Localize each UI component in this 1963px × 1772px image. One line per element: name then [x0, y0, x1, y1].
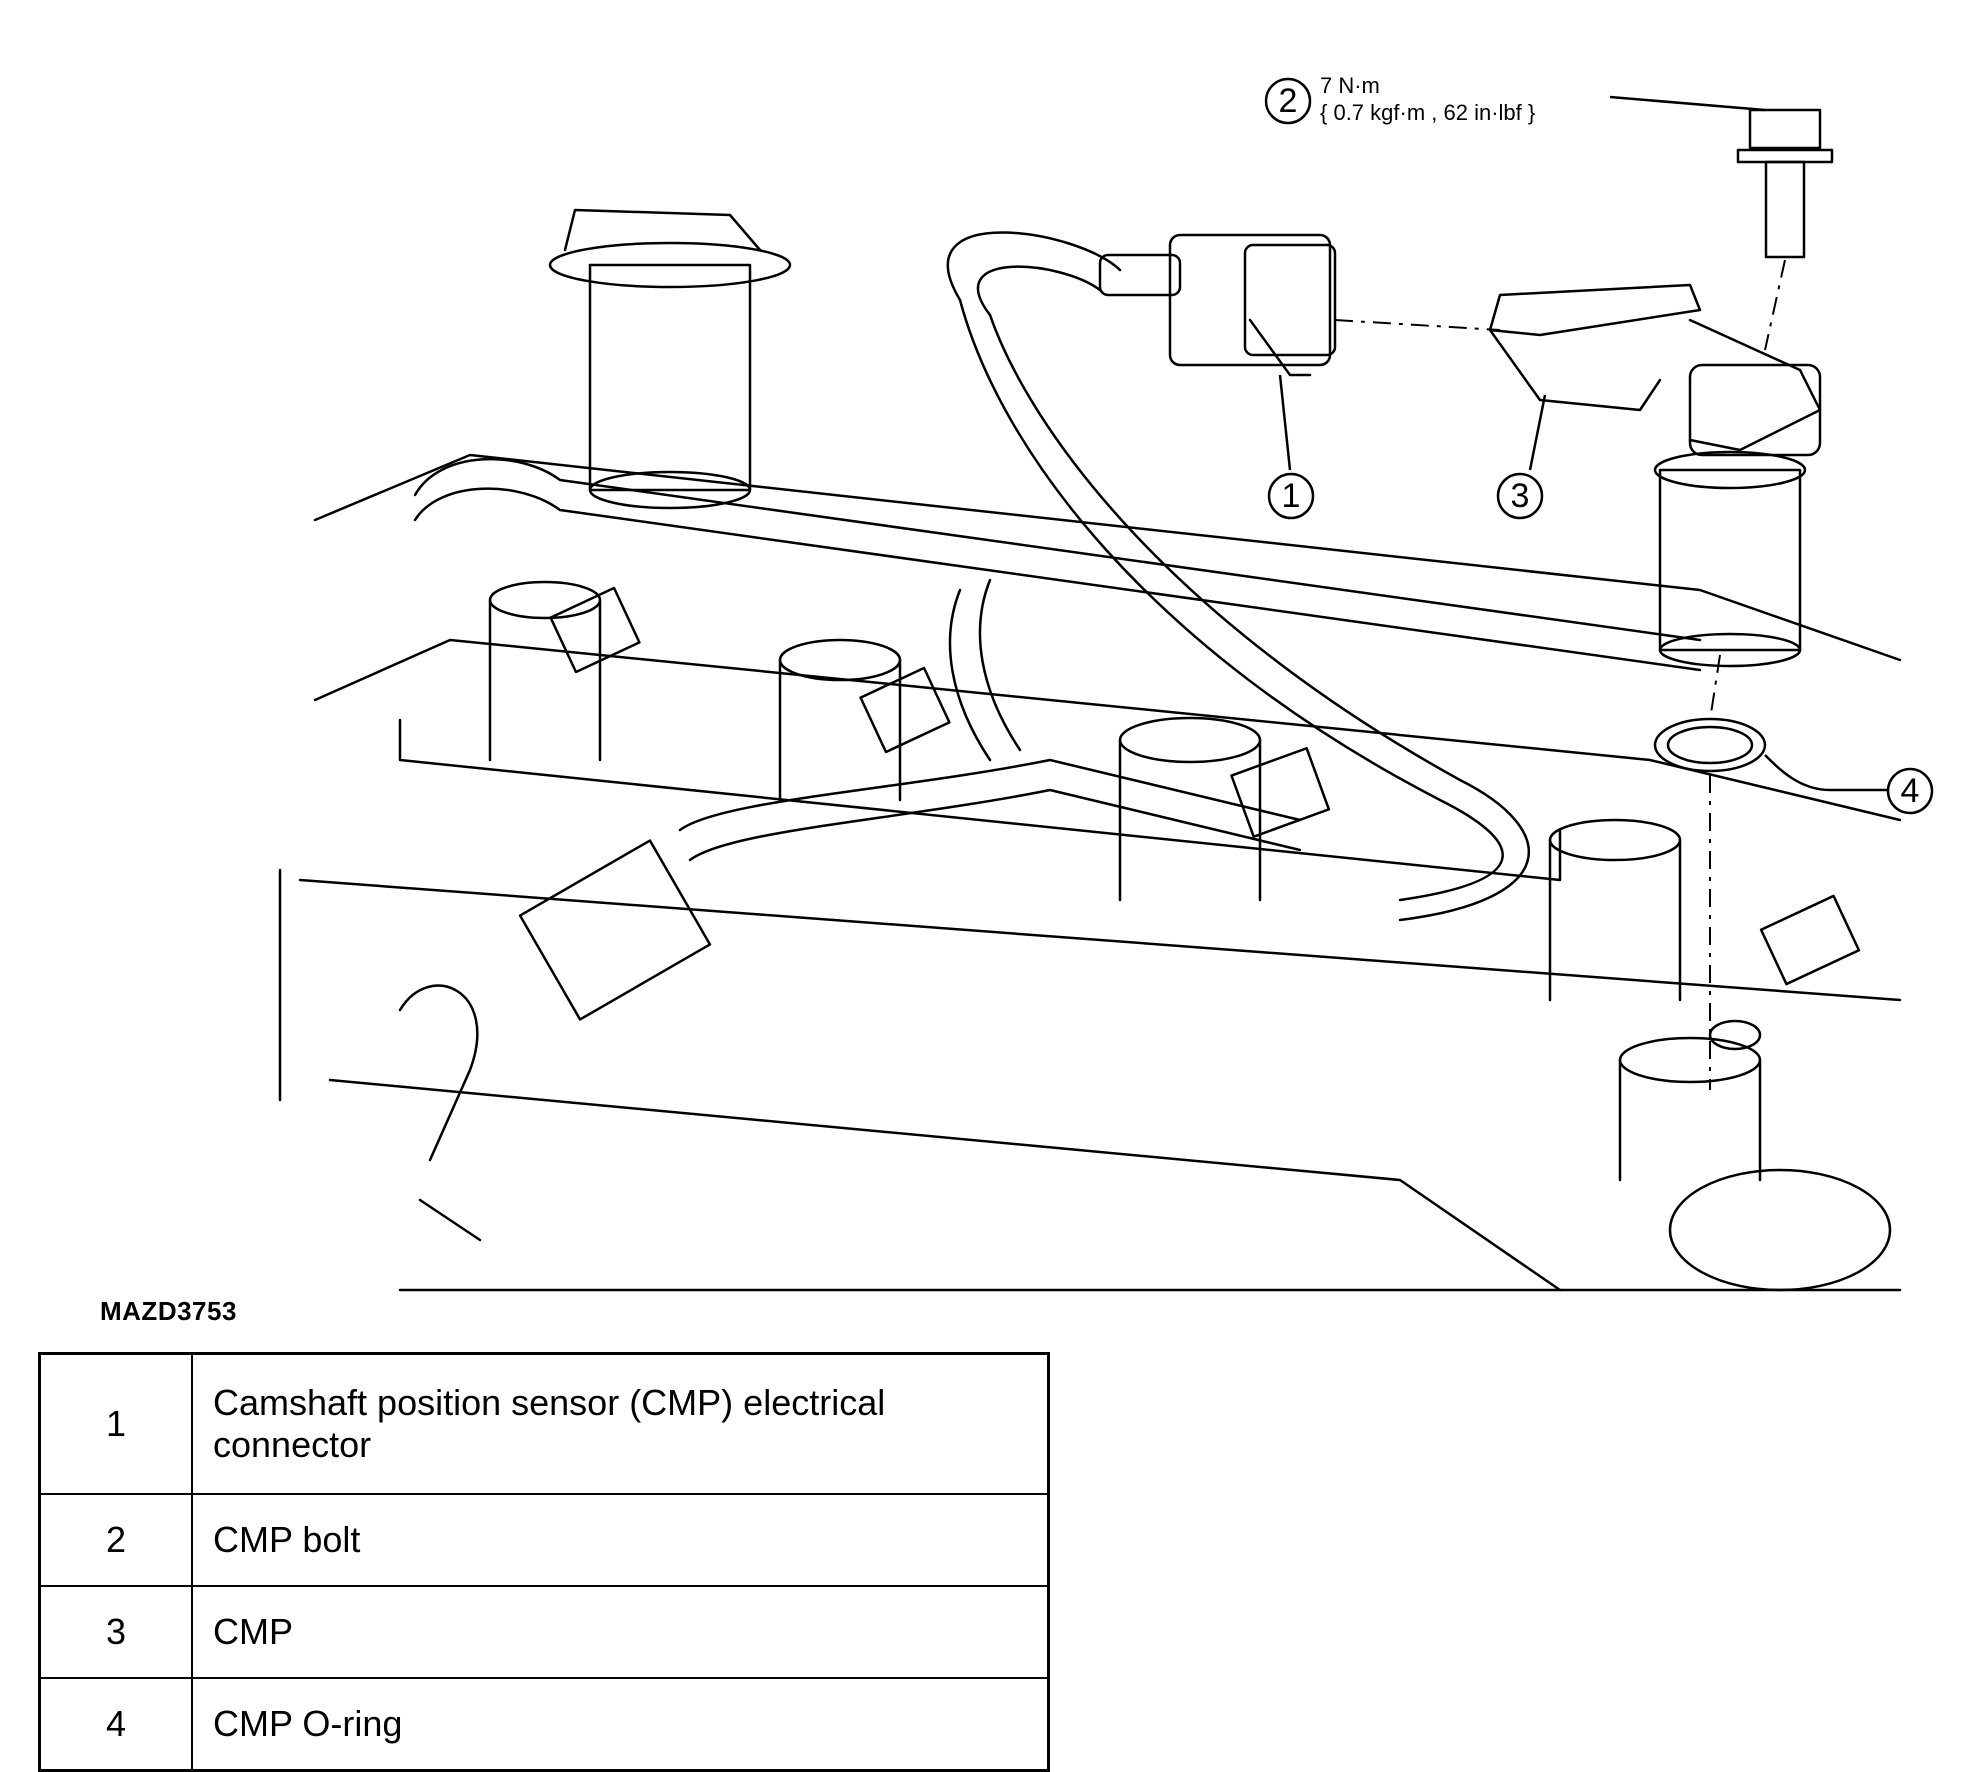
- callout-4: 4: [1901, 772, 1920, 810]
- cmp-electrical-connector: [1098, 233, 1337, 377]
- torque-spec-nm: 7 N·m: [1320, 73, 1380, 98]
- callout-1: 1: [1282, 477, 1301, 515]
- engine-diagram: 1 2 3 4 7 N·m { 0.7 kgf·m , 62 in·lbf }: [278, 73, 1934, 1292]
- legend-label: CMP bolt: [191, 1493, 1050, 1587]
- legend-label: CMP O-ring: [191, 1677, 1050, 1772]
- table-row: 4 CMP O-ring: [38, 1677, 1050, 1772]
- table-row: 3 CMP: [38, 1585, 1050, 1679]
- legend-table: 1 Camshaft position sensor (CMP) electri…: [38, 1352, 1050, 1772]
- cmp-sensor: [1488, 283, 1822, 668]
- legend-label: Camshaft position sensor (CMP) electrica…: [191, 1352, 1050, 1495]
- callout-3: 3: [1511, 477, 1530, 515]
- legend-num: 3: [38, 1585, 193, 1679]
- main-connector: [518, 839, 712, 1021]
- legend-num: 2: [38, 1493, 193, 1587]
- callout-2: 2: [1279, 82, 1298, 120]
- torque-spec-alt: { 0.7 kgf·m , 62 in·lbf }: [1320, 100, 1535, 125]
- cmp-bolt: [1736, 108, 1834, 259]
- oil-filler-cap: [548, 208, 792, 510]
- legend-num: 4: [38, 1677, 193, 1772]
- figure-id: MAZD3753: [100, 1296, 237, 1326]
- wiring-harness: [413, 231, 1702, 922]
- ignition-coils: [488, 580, 1682, 1002]
- legend-num: 1: [38, 1352, 193, 1495]
- legend-label: CMP: [191, 1585, 1050, 1679]
- table-row: 2 CMP bolt: [38, 1493, 1050, 1587]
- table-row: 1 Camshaft position sensor (CMP) electri…: [38, 1352, 1050, 1495]
